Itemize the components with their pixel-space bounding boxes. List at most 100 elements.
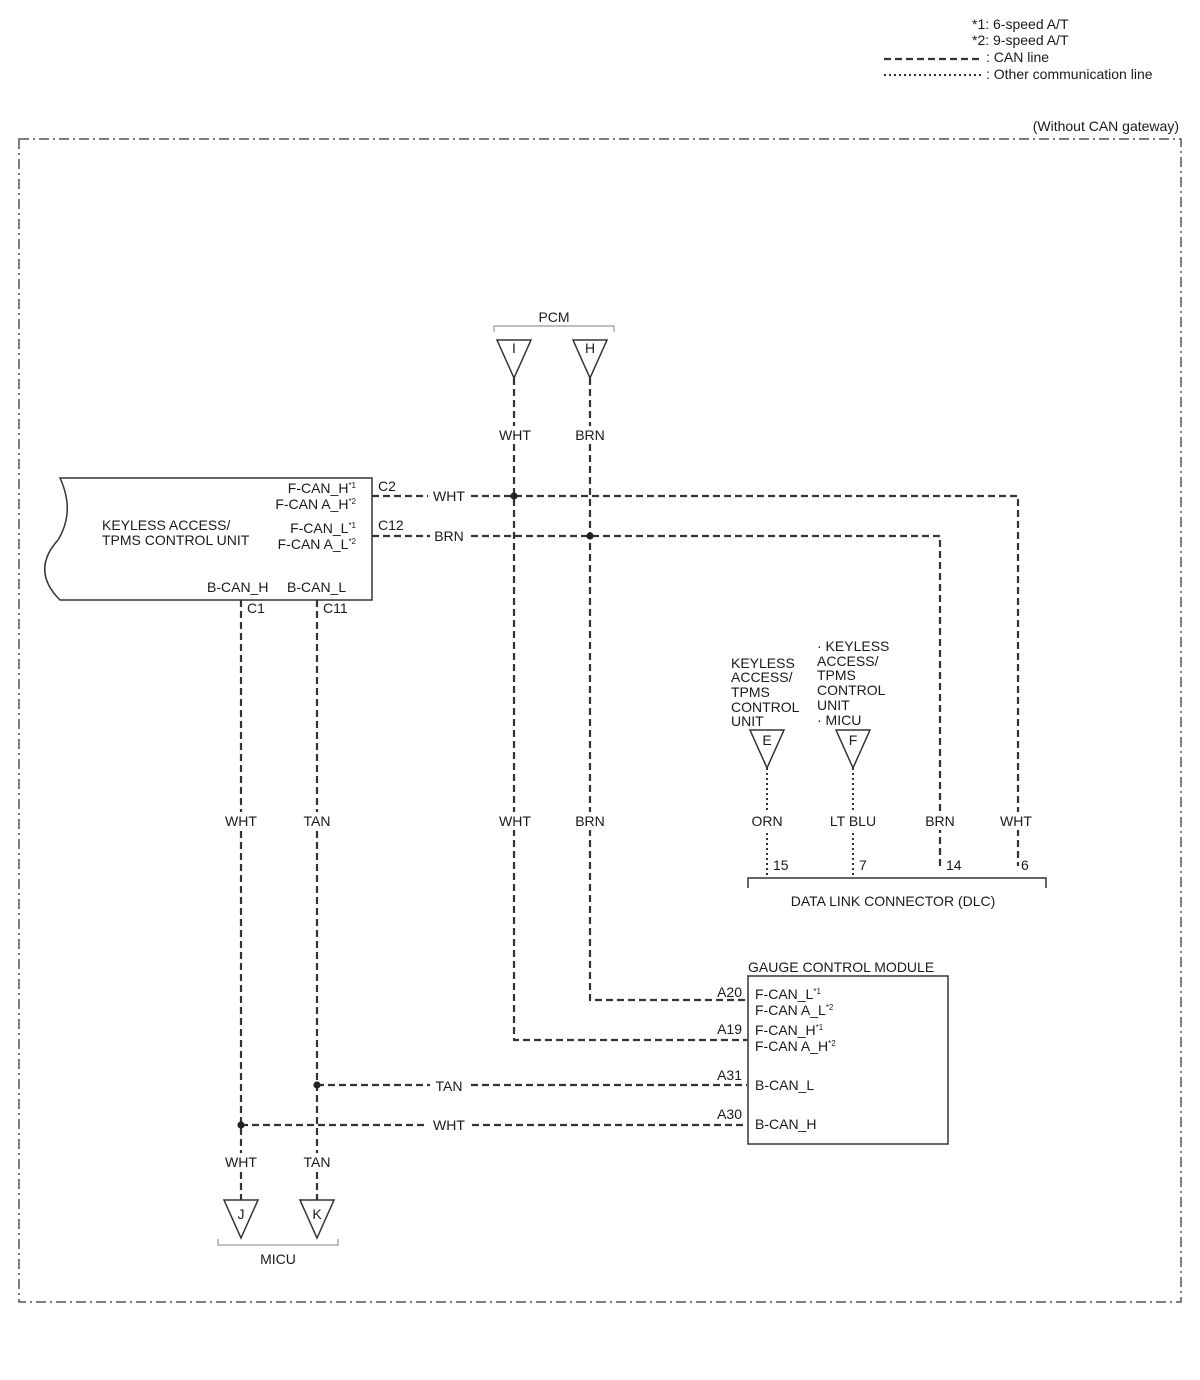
- terminal-c11: C11: [323, 600, 348, 616]
- micu-connectors: J K MICU: [217, 1199, 339, 1267]
- splice-dot: [510, 492, 518, 500]
- gauge-pin-fcan-a-l: F-CAN A_L*2: [755, 1002, 834, 1018]
- can-wires: [239, 378, 1020, 1200]
- gauge-control-module: GAUGE CONTROL MODULE F-CAN_L*1 F-CAN A_L…: [717, 959, 949, 1145]
- legend: *1: 6-speed A/T *2: 9-speed A/T : CAN li…: [884, 16, 1153, 82]
- splice-dot: [586, 532, 594, 540]
- connector-f-desc-line: UNIT: [817, 697, 850, 713]
- wire-color-label: WHT: [433, 1117, 465, 1133]
- splice-dot: [313, 1081, 321, 1089]
- frame-label: (Without CAN gateway): [1033, 118, 1179, 134]
- wire-color-label: WHT: [499, 813, 531, 829]
- connector-h-icon: [571, 339, 609, 380]
- terminal-a19: A19: [717, 1021, 742, 1037]
- terminal-a30: A30: [717, 1106, 742, 1122]
- connector-f-desc-line: TPMS: [817, 667, 856, 683]
- wire-color-label: BRN: [575, 813, 605, 829]
- splice-dot: [237, 1121, 245, 1129]
- connector-e-icon: [748, 729, 786, 770]
- terminal-c2: C2: [378, 478, 396, 494]
- wire-color-label: ORN: [751, 813, 782, 829]
- micu-bracket: [217, 1239, 339, 1246]
- wire-color-label: LT BLU: [830, 813, 876, 829]
- dlc-pin-6: 6: [1021, 857, 1029, 873]
- keyless-unit-box: [44, 477, 373, 601]
- wire-color-labels: WHT BRN WHT BRN WHT TAN WHT BRN ORN LT B…: [222, 426, 1038, 1171]
- wire-pcm-i-to-gauge: [512, 378, 747, 1042]
- connector-e-desc-line: UNIT: [731, 713, 764, 729]
- keyless-pin-fcan-a-l: F-CAN A_L*2: [278, 536, 357, 552]
- keyless-pin-fcan-l: F-CAN_L*1: [290, 520, 356, 536]
- keyless-pin-bcan-h: B-CAN_H: [207, 579, 268, 595]
- connector-j-icon: [222, 1199, 260, 1240]
- connector-e-desc-line: ACCESS/: [731, 669, 793, 685]
- wire-color-label: WHT: [1000, 813, 1032, 829]
- dlc-label: DATA LINK CONNECTOR (DLC): [791, 893, 996, 909]
- gauge-pin-fcan-l: F-CAN_L*1: [755, 986, 821, 1002]
- wire-fcan-l-to-dlc: [372, 534, 942, 866]
- gauge-box: [747, 975, 949, 1145]
- keyless-unit-name-line2: TPMS CONTROL UNIT: [102, 532, 250, 548]
- wire-color-label: TAN: [436, 1078, 463, 1094]
- wire-color-label: WHT: [225, 813, 257, 829]
- wire-color-label: WHT: [433, 488, 465, 504]
- data-link-connector: 15 7 14 6 DATA LINK CONNECTOR (DLC): [747, 857, 1047, 909]
- connector-f-desc-line: · KEYLESS: [817, 638, 889, 654]
- wire-color-label: TAN: [304, 813, 331, 829]
- legend-other-line-label: : Other communication line: [986, 66, 1153, 82]
- terminal-a31: A31: [717, 1067, 742, 1083]
- wire-color-label: BRN: [575, 427, 605, 443]
- connector-f-desc-line: · MICU: [817, 712, 861, 728]
- connector-i-letter: I: [512, 340, 516, 356]
- keyless-access-tpms-unit: KEYLESS ACCESS/ TPMS CONTROL UNIT F-CAN_…: [44, 477, 404, 616]
- connector-e-letter: E: [762, 732, 771, 748]
- connector-e-desc-line: CONTROL: [731, 699, 800, 715]
- connector-f: · KEYLESS ACCESS/ TPMS CONTROL UNIT · MI…: [817, 638, 889, 770]
- gauge-title: GAUGE CONTROL MODULE: [748, 959, 934, 975]
- wire-pcm-h-to-gauge: [588, 378, 747, 1002]
- gauge-pin-fcan-h: F-CAN_H*1: [755, 1022, 824, 1038]
- wire-fcan-h-to-dlc: [372, 494, 1020, 866]
- wire-color-label: BRN: [434, 528, 464, 544]
- connector-k-letter: K: [312, 1206, 322, 1222]
- connector-j-letter: J: [238, 1206, 245, 1222]
- gauge-pin-fcan-a-h: F-CAN A_H*2: [755, 1038, 836, 1054]
- connector-h-letter: H: [585, 340, 595, 356]
- connector-f-icon: [834, 729, 872, 770]
- wire-color-label: TAN: [304, 1154, 331, 1170]
- legend-note-1: *1: 6-speed A/T: [972, 16, 1069, 32]
- connector-e-desc-line: TPMS: [731, 684, 770, 700]
- terminal-c12: C12: [378, 517, 404, 533]
- pcm-label: PCM: [538, 309, 569, 325]
- wire-color-label: WHT: [499, 427, 531, 443]
- connector-k-icon: [298, 1199, 336, 1240]
- system-frame: [18, 138, 1182, 1303]
- terminal-c1: C1: [247, 600, 265, 616]
- connector-f-desc-line: ACCESS/: [817, 653, 879, 669]
- wire-color-label: WHT: [225, 1154, 257, 1170]
- terminal-a20: A20: [717, 984, 742, 1000]
- pcm-connectors: PCM I H: [493, 309, 615, 380]
- dlc-pin-15: 15: [773, 857, 789, 873]
- connector-f-desc-line: CONTROL: [817, 682, 886, 698]
- legend-note-2: *2: 9-speed A/T: [972, 32, 1069, 48]
- keyless-pin-fcan-a-h: F-CAN A_H*2: [275, 496, 356, 512]
- dlc-pin-7: 7: [859, 857, 867, 873]
- dlc-bar: [747, 877, 1047, 888]
- connector-e: KEYLESS ACCESS/ TPMS CONTROL UNIT E: [731, 655, 800, 770]
- dlc-pin-14: 14: [946, 857, 962, 873]
- micu-label: MICU: [260, 1251, 296, 1267]
- connector-e-desc-line: KEYLESS: [731, 655, 795, 671]
- connector-i-icon: [495, 339, 533, 380]
- keyless-unit-name-line1: KEYLESS ACCESS/: [102, 517, 231, 533]
- gauge-pin-bcan-l: B-CAN_L: [755, 1077, 814, 1093]
- keyless-pin-bcan-l: B-CAN_L: [287, 579, 346, 595]
- pcm-bracket: [493, 325, 615, 332]
- keyless-pin-fcan-h: F-CAN_H*1: [288, 480, 357, 496]
- legend-can-line-label: : CAN line: [986, 49, 1049, 65]
- splices: [237, 492, 594, 1129]
- connector-f-letter: F: [849, 732, 858, 748]
- wire-color-label: BRN: [925, 813, 955, 829]
- gauge-pin-bcan-h: B-CAN_H: [755, 1116, 816, 1132]
